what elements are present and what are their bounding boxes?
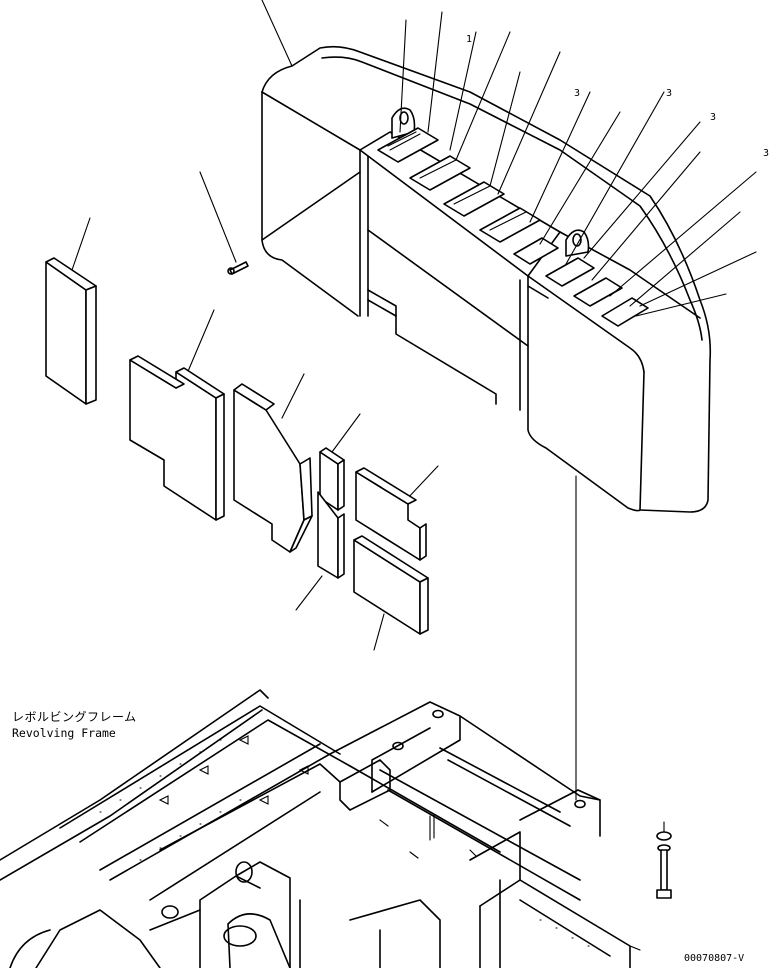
counterweight [261, 45, 712, 513]
callout-digit: 1 [466, 34, 473, 45]
bolt-with-washer [656, 831, 672, 899]
callout-digit: 3 [666, 88, 673, 99]
callout-digit: 3 [763, 148, 770, 159]
plate-3 [233, 383, 313, 553]
leader-lines [71, 0, 757, 841]
drawing-number: 00070807-V [684, 953, 745, 964]
revolving-frame [0, 689, 631, 968]
lifting-eye-right [565, 229, 590, 257]
frame-edge [629, 945, 641, 951]
revolving-frame-label-jp: レボルビングフレーム [12, 710, 137, 724]
lifting-eye-left [391, 107, 416, 139]
callout-digit: 3 [574, 88, 581, 99]
bolt-small [227, 261, 249, 275]
plate-4 [319, 447, 345, 511]
plate-5 [317, 491, 345, 579]
plate-7 [353, 535, 429, 635]
callout-digit: 3 [710, 112, 717, 123]
plate-6 [355, 467, 427, 561]
cap-plates [377, 127, 649, 327]
revolving-frame-label-en: Revolving Frame [12, 726, 116, 740]
plate-1 [45, 257, 97, 405]
plate-2 [129, 355, 225, 521]
